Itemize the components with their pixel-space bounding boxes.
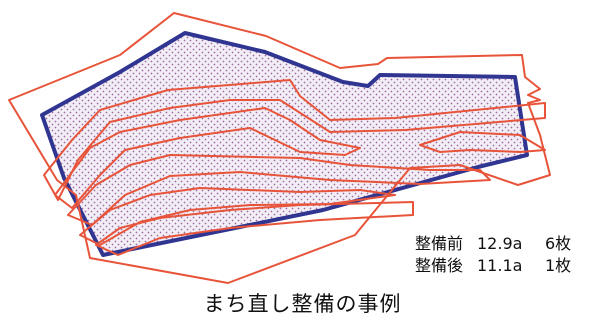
after-label: 整備後 [415, 256, 464, 275]
parcel-outer [8, 12, 551, 284]
area-comparison: 整備前 12.9a 6枚 整備後 11.1a 1枚 [415, 233, 595, 277]
parcel-strip-3 [67, 154, 491, 226]
parcel-right [419, 131, 546, 153]
parcel-strip-1 [43, 79, 546, 201]
before-area: 12.9a [477, 234, 523, 253]
stats-row-before: 整備前 12.9a 6枚 [415, 233, 595, 255]
after-area: 11.1a [477, 256, 523, 275]
parcel-strip-2 [54, 107, 361, 209]
figure-caption: まち直し整備の事例 [203, 292, 402, 316]
before-count: 6枚 [545, 234, 572, 253]
before-label: 整備前 [415, 234, 464, 253]
stats-row-after: 整備後 11.1a 1枚 [415, 255, 595, 277]
parcel-strip-5 [95, 201, 414, 256]
after-count: 1枚 [545, 256, 572, 275]
original-parcels [8, 12, 551, 284]
